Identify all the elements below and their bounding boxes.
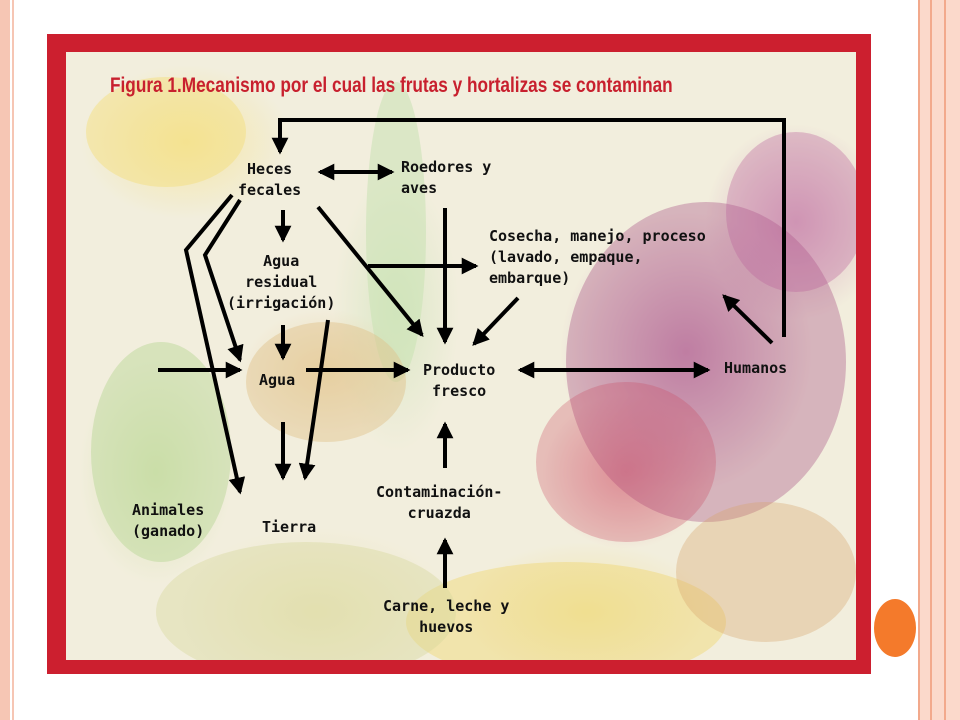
node-line: (ganado): [132, 522, 205, 540]
node-carne-leche-huevos: Carne, leche y huevos: [383, 596, 509, 638]
accent-circle: [874, 599, 916, 657]
node-line: Agua: [263, 252, 300, 270]
node-line: Humanos: [724, 359, 788, 377]
node-line: (lavado, empaque,: [489, 248, 643, 266]
node-line: Heces: [247, 160, 293, 178]
node-line: aves: [401, 179, 438, 197]
node-humanos: Humanos: [724, 358, 787, 379]
node-animales-ganado: Animales (ganado): [132, 500, 204, 542]
node-line: fecales: [238, 181, 302, 199]
node-line: Carne, leche y: [383, 597, 510, 615]
right-decor-line: [944, 0, 946, 720]
figure-panel: [66, 52, 856, 660]
arrow-agua-residual-to-tierra: [298, 319, 330, 481]
node-contaminacion-cruzada: Contaminación- cruazda: [376, 482, 502, 524]
node-line: Animales: [132, 501, 205, 519]
node-producto-fresco: Producto fresco: [423, 360, 495, 402]
node-roedores-aves: Roedores y aves: [401, 157, 491, 199]
node-heces-fecales: Heces fecales: [238, 159, 301, 201]
left-decor-line: [12, 0, 14, 720]
node-line: Cosecha, manejo, proceso: [489, 227, 706, 245]
node-line: Contaminación-: [376, 483, 503, 501]
node-line: cruazda: [407, 504, 471, 522]
arrow-heces-to-agua: [202, 198, 244, 363]
arrow-humanos-to-cosecha: [722, 294, 774, 345]
arrow-heces-to-producto: [316, 205, 424, 337]
right-decor-line: [918, 0, 920, 720]
node-line: Producto: [423, 361, 496, 379]
figure-title: Figura 1.Mecanismo por el cual las fruta…: [110, 74, 673, 97]
arrow-cosecha-to-producto: [472, 296, 520, 346]
node-agua: Agua: [259, 370, 295, 391]
node-tierra: Tierra: [262, 517, 316, 538]
node-line: residual: [245, 273, 318, 291]
node-line: Agua: [259, 371, 296, 389]
node-cosecha: Cosecha, manejo, proceso (lavado, empaqu…: [489, 226, 706, 289]
arrow-humanos-to-heces: [271, 118, 786, 337]
node-line: Tierra: [262, 518, 317, 536]
produce-background-image: [86, 77, 856, 660]
right-decor-panel: [918, 0, 960, 720]
arrow-heces-to-animales: [183, 193, 246, 495]
node-line: huevos: [419, 618, 474, 636]
left-decor-bar: [0, 0, 10, 720]
node-line: Roedores y: [401, 158, 492, 176]
node-line: (irrigación): [227, 294, 336, 312]
node-agua-residual: Agua residual (irrigación): [227, 251, 335, 314]
node-line: fresco: [432, 382, 487, 400]
node-line: embarque): [489, 269, 571, 287]
right-decor-line: [930, 0, 932, 720]
